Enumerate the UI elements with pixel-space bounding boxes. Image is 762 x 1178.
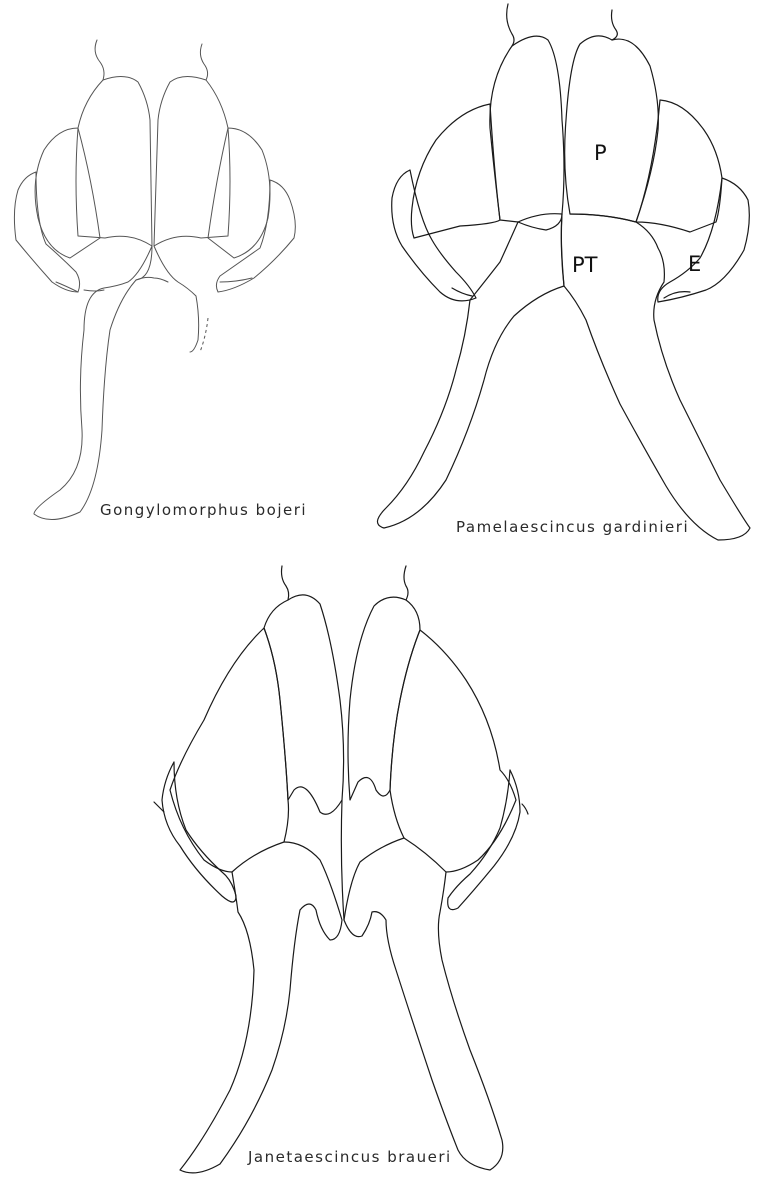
bone-label-pt: PT: [572, 253, 598, 277]
caption-gongylomorphus-bojeri: Gongylomorphus bojeri: [100, 501, 307, 519]
caption-janetaescincus-braueri: Janetaescincus braueri: [247, 1148, 452, 1166]
bone-label-p: P: [594, 141, 607, 165]
figure-gongylomorphus-bojeri: Gongylomorphus bojeri: [14, 40, 307, 520]
figure-janetaescincus-braueri: Janetaescincus braueri: [154, 566, 528, 1173]
bone-label-e: E: [688, 252, 701, 276]
caption-pamelaescincus-gardinieri: Pamelaescincus gardinieri: [456, 518, 689, 536]
figure-pamelaescincus-gardinieri: P PT E Pamelaescincus gardinieri: [377, 4, 750, 540]
